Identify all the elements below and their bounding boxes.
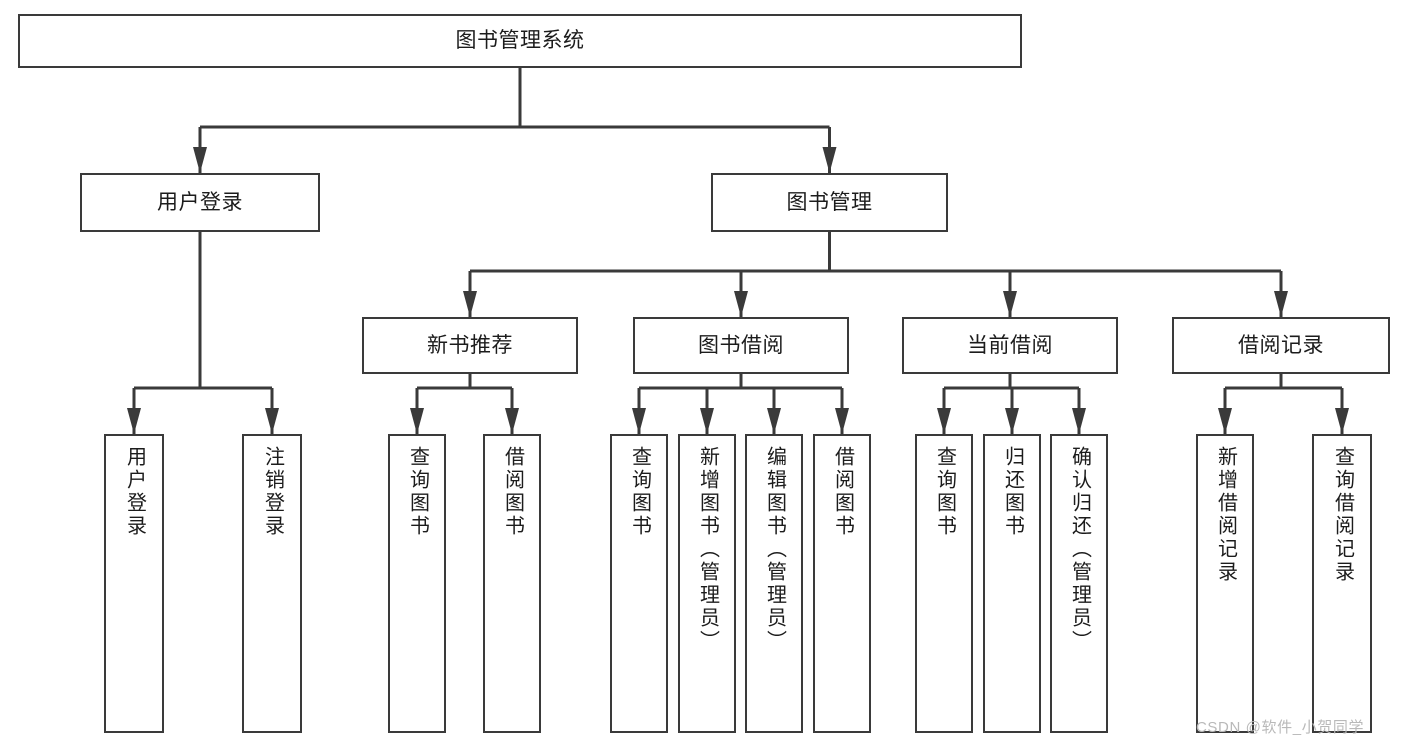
node-leaf-logout[interactable]: 注销登录: [242, 434, 302, 733]
node-label: 用户登录: [123, 446, 146, 538]
node-label: 用户登录: [157, 190, 243, 214]
node-current-borrow[interactable]: 当前借阅: [902, 317, 1118, 374]
node-leaf-add-record[interactable]: 新增借阅记录: [1196, 434, 1254, 733]
node-borrow-record[interactable]: 借阅记录: [1172, 317, 1390, 374]
node-label: 归还图书: [1001, 446, 1024, 538]
node-leaf-borrow-book-rec[interactable]: 借阅图书: [483, 434, 541, 733]
node-label: 查询图书: [406, 446, 429, 538]
node-label: 当前借阅: [967, 333, 1053, 357]
node-label: 借阅图书: [501, 446, 524, 538]
node-label: 借阅记录: [1238, 333, 1324, 357]
node-leaf-query-book-borrow[interactable]: 查询图书: [610, 434, 668, 733]
node-leaf-add-book[interactable]: 新增图书（管理员）: [678, 434, 736, 733]
node-user-login[interactable]: 用户登录: [80, 173, 320, 232]
node-label: 借阅图书: [831, 446, 854, 538]
node-label: 确认归还（管理员）: [1068, 446, 1091, 653]
node-new-book-recommend[interactable]: 新书推荐: [362, 317, 578, 374]
node-label: 查询图书: [628, 446, 651, 538]
node-leaf-query-book-rec[interactable]: 查询图书: [388, 434, 446, 733]
node-label: 新增图书（管理员）: [696, 446, 719, 653]
node-label: 新书推荐: [427, 333, 513, 357]
node-book-manage[interactable]: 图书管理: [711, 173, 948, 232]
node-root[interactable]: 图书管理系统: [18, 14, 1022, 68]
node-leaf-query-book-current[interactable]: 查询图书: [915, 434, 973, 733]
node-label: 查询借阅记录: [1331, 446, 1354, 584]
node-label: 查询图书: [933, 446, 956, 538]
node-label: 图书借阅: [698, 333, 784, 357]
node-leaf-return-book[interactable]: 归还图书: [983, 434, 1041, 733]
node-leaf-query-record[interactable]: 查询借阅记录: [1312, 434, 1372, 733]
node-label: 新增借阅记录: [1214, 446, 1237, 584]
node-label: 图书管理系统: [455, 29, 585, 53]
node-leaf-borrow-book[interactable]: 借阅图书: [813, 434, 871, 733]
node-label: 注销登录: [261, 446, 284, 538]
node-leaf-confirm-return[interactable]: 确认归还（管理员）: [1050, 434, 1108, 733]
node-leaf-user-login[interactable]: 用户登录: [104, 434, 164, 733]
node-label: 图书管理: [786, 190, 873, 214]
node-book-borrow[interactable]: 图书借阅: [633, 317, 849, 374]
node-label: 编辑图书（管理员）: [763, 446, 786, 653]
node-leaf-edit-book[interactable]: 编辑图书（管理员）: [745, 434, 803, 733]
